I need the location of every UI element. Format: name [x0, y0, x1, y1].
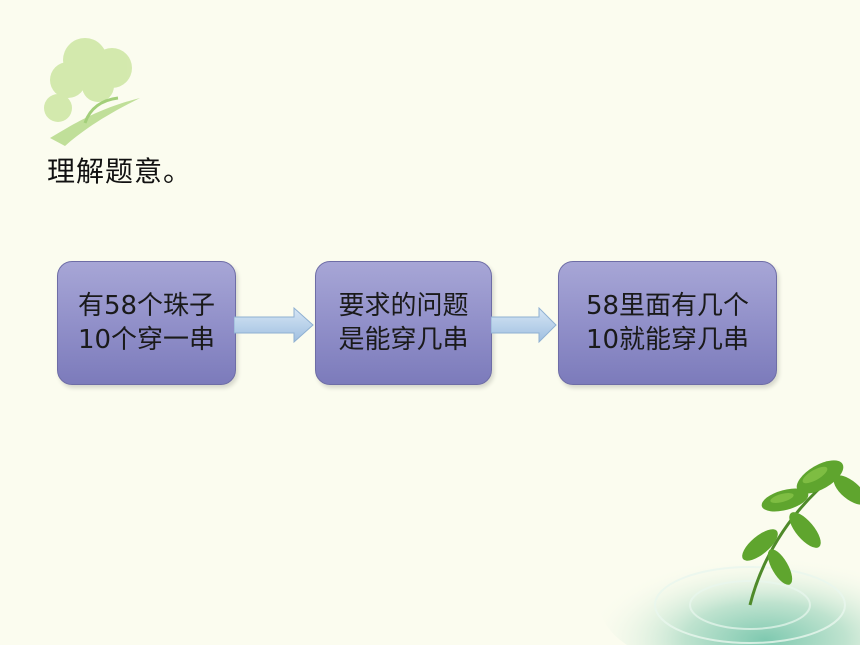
step-box-2: 要求的问题 是能穿几串: [315, 261, 492, 385]
step-1-line-2: 10个穿一串: [77, 325, 216, 355]
page-title: 理解题意。: [47, 155, 193, 188]
step-2-line-1: 要求的问题: [338, 291, 469, 321]
step-2-line-2: 是能穿几串: [338, 325, 469, 355]
step-3-line-2: 10就能穿几串: [585, 325, 750, 355]
arrow-right-icon: [491, 307, 557, 343]
step-box-3: 58里面有几个 10就能穿几串: [558, 261, 777, 385]
step-1-line-1: 有58个珠子: [77, 291, 216, 321]
arrow-right-icon: [234, 307, 314, 343]
leaf-water-decoration-icon: [600, 460, 860, 645]
step-3-line-1: 58里面有几个: [585, 291, 750, 321]
flower-decoration-icon: [44, 38, 140, 146]
step-box-1: 有58个珠子 10个穿一串: [57, 261, 236, 385]
